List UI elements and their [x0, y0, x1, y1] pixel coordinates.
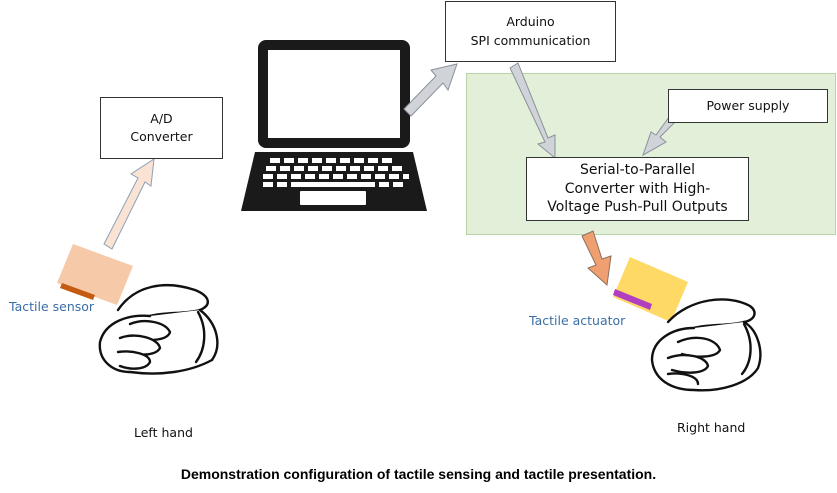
arrow-arduino-to-converter [509, 62, 556, 160]
tactile-actuator-label: Tactile actuator [529, 313, 626, 328]
power-supply-box: Power supply [668, 89, 828, 123]
tactile-actuator-pad [613, 257, 688, 322]
pointing-hand-right-icon [650, 298, 762, 392]
ad-converter-box: A/D Converter [100, 97, 223, 159]
tactile-sensor-pad [57, 244, 133, 305]
figure-caption: Demonstration configuration of tactile s… [180, 466, 657, 482]
laptop-icon [241, 40, 427, 211]
serial-to-parallel-converter-box: Serial-to-Parallel Converter with High- … [526, 157, 749, 221]
arduino-box: Arduino SPI communication [445, 1, 616, 62]
arrow-laptop-to-arduino [403, 63, 458, 117]
tactile-sensor-label: Tactile sensor [9, 299, 95, 314]
right-hand-label: Right hand [677, 420, 746, 435]
arrow-converter-to-actuator [581, 230, 612, 286]
pointing-hand-left-icon [98, 283, 219, 375]
arrow-sensor-to-ad [103, 158, 155, 250]
left-hand-label: Left hand [134, 425, 193, 440]
